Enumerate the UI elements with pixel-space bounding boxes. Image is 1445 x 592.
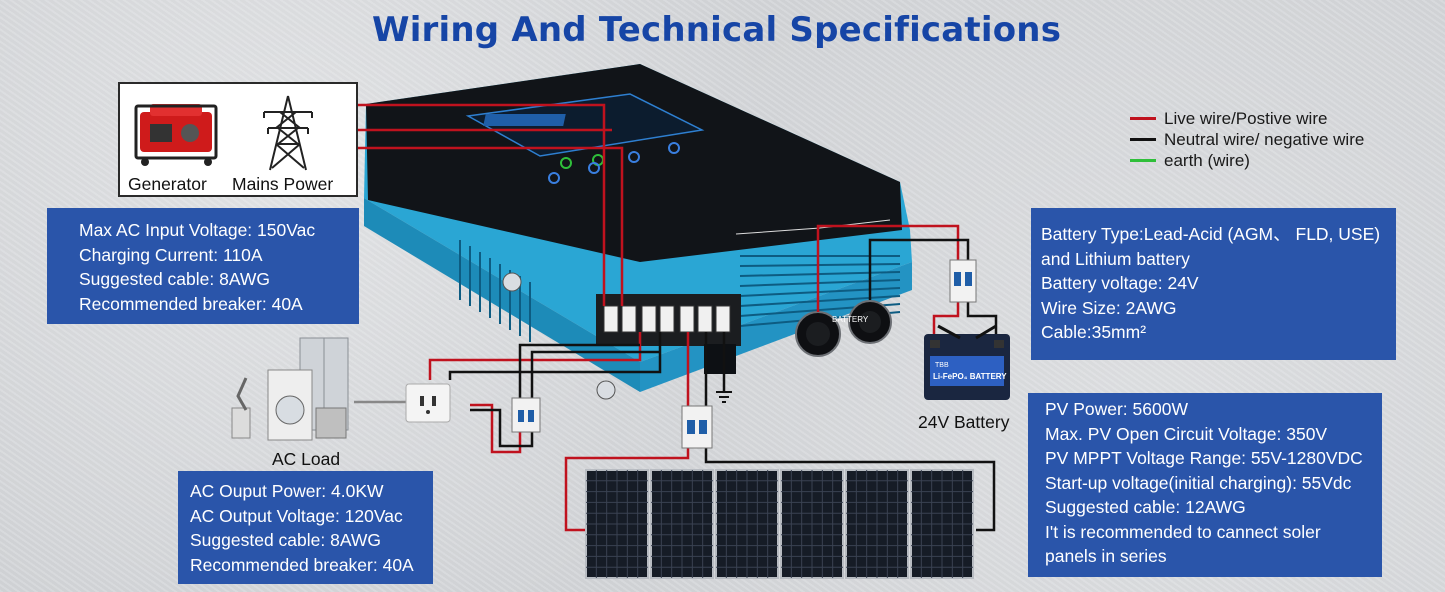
spec-line: Suggested cable: 8AWG xyxy=(79,269,270,289)
spec-line: Wire Size: 2AWG xyxy=(1041,297,1177,318)
solar-panel xyxy=(910,469,974,579)
legend-swatch-neutral xyxy=(1130,138,1156,141)
ac-load-appliances-icon xyxy=(231,337,349,441)
spec-line: Start-up voltage(initial charging): 55Vd… xyxy=(1045,472,1352,493)
solar-panel-array xyxy=(585,469,974,579)
battery-positive-wire xyxy=(816,224,960,312)
wire-legend: Live wire/Postive wire Neutral wire/ neg… xyxy=(1130,108,1364,171)
generator-icon xyxy=(134,104,218,166)
spec-line: Cable:35mm² xyxy=(1041,322,1147,342)
battery-breaker xyxy=(949,259,977,303)
legend-neutral-wire: Neutral wire/ negative wire xyxy=(1130,129,1364,150)
ac-load-breaker xyxy=(511,397,541,433)
spec-line: Max. PV Open Circuit Voltage: 350V xyxy=(1045,423,1328,444)
spec-line: Battery Type:Lead-Acid (AGM、 FLD, USE) xyxy=(1041,224,1381,244)
mains-power-label: Mains Power xyxy=(232,174,334,194)
generator-label: Generator xyxy=(128,174,207,194)
ac-output-spec-box: AC Ouput Power: 4.0KW AC Output Voltage:… xyxy=(178,471,433,584)
spec-line: Max AC Input Voltage: 150Vac xyxy=(79,220,316,240)
inverter-unit: BATTERY xyxy=(364,64,912,400)
legend-swatch-live xyxy=(1130,117,1156,120)
solar-panel xyxy=(780,469,844,579)
wall-socket-icon xyxy=(405,383,451,423)
battery-product-label: Li-FePO₄ BATTERY xyxy=(933,372,1007,381)
page-title: Wiring And Technical Specifications xyxy=(372,10,1062,50)
battery-icon: TBB Li-FePO₄ BATTERY xyxy=(924,324,1010,400)
spec-line: I't is recommended to cannect soler xyxy=(1045,521,1321,542)
ac-load-label: AC Load xyxy=(272,449,341,469)
spec-line: Recommended breaker: 40A xyxy=(190,554,414,575)
spec-line: Suggested cable: 12AWG xyxy=(1045,497,1246,517)
solar-panel xyxy=(650,469,714,579)
battery-label: 24V Battery xyxy=(918,412,1010,432)
ac-input-spec-box: Max AC Input Voltage: 150Vac Charging Cu… xyxy=(47,208,359,324)
earth-symbol xyxy=(716,391,732,403)
spec-line: AC Ouput Power: 4.0KW xyxy=(190,481,384,501)
spec-line: PV Power: 5600W xyxy=(1045,399,1188,419)
spec-line: Recommended breaker: 40A xyxy=(79,293,303,314)
spec-line: PV MPPT Voltage Range: 55V-1280VDC xyxy=(1045,448,1363,468)
battery-spec-box: Battery Type:Lead-Acid (AGM、 FLD, USE) a… xyxy=(1031,208,1396,360)
solar-panel xyxy=(845,469,909,579)
solar-panel xyxy=(585,469,649,579)
transmission-tower-icon xyxy=(263,95,313,171)
battery-brand-label: TBB xyxy=(935,362,949,369)
spec-line: Charging Current: 110A xyxy=(79,244,263,265)
spec-line: panels in series xyxy=(1045,546,1167,566)
spec-line: Battery voltage: 24V xyxy=(1041,273,1199,293)
mains-neutral-wire xyxy=(358,146,624,306)
pv-breaker xyxy=(681,405,713,449)
legend-earth-wire: earth (wire) xyxy=(1130,150,1364,171)
spec-line: and Lithium battery xyxy=(1041,248,1190,269)
spec-line: Suggested cable: 8AWG xyxy=(190,530,381,550)
legend-swatch-earth xyxy=(1130,159,1156,162)
ac-breaker-wires xyxy=(518,343,660,400)
legend-live-wire: Live wire/Postive wire xyxy=(1130,108,1364,129)
battery-port-label: BATTERY xyxy=(832,315,869,324)
solar-panel xyxy=(715,469,779,579)
battery-negative-wire xyxy=(868,238,970,300)
pv-spec-box: PV Power: 5600W Max. PV Open Circuit Vol… xyxy=(1028,393,1382,577)
mains-live-wire xyxy=(358,103,606,306)
spec-line: AC Output Voltage: 120Vac xyxy=(190,505,403,526)
